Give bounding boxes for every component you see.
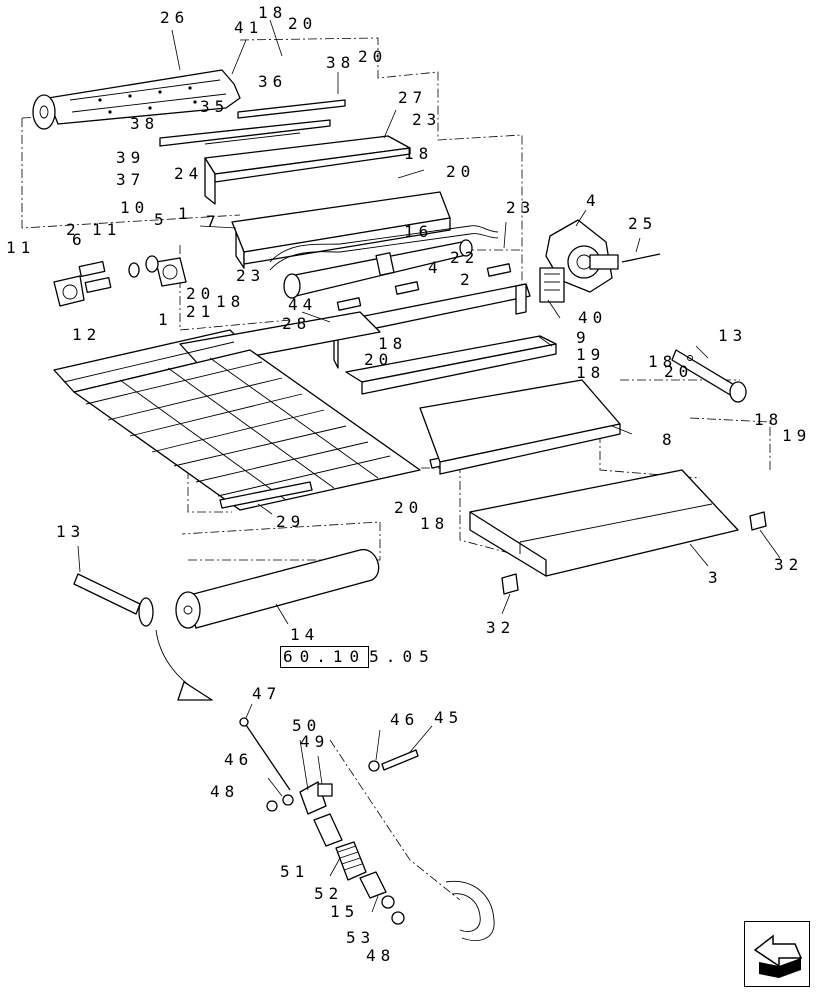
callout-18: 18: [404, 144, 434, 163]
roller-assembly: [73, 549, 380, 629]
callout-20: 20: [446, 162, 476, 181]
callout-20: 20: [364, 350, 394, 369]
detail-arrow: [155, 629, 213, 701]
callout-21: 21: [186, 302, 216, 321]
callout-50: 50: [292, 716, 322, 735]
callout-37: 37: [116, 170, 146, 189]
callout-36: 36: [258, 72, 288, 91]
callout-26: 26: [160, 8, 190, 27]
callout-44: 44: [288, 295, 318, 314]
callout-20: 20: [664, 362, 694, 381]
callout-53: 53: [346, 928, 376, 947]
callout-13: 13: [718, 326, 748, 345]
callout-52: 52: [314, 884, 344, 903]
callout-49: 49: [300, 732, 330, 751]
chain-conveyor: [53, 311, 471, 511]
callout-18: 18: [576, 363, 606, 382]
callout-51: 51: [280, 862, 310, 881]
callout-23: 23: [236, 266, 266, 285]
bracket-rail: [333, 263, 531, 369]
callout-48: 48: [210, 782, 240, 801]
strips: [159, 99, 346, 147]
callout-8: 8: [662, 430, 677, 449]
callout-46: 46: [224, 750, 254, 769]
callout-39: 39: [116, 148, 146, 167]
callout-4: 4: [586, 191, 601, 210]
next-page-arrow-icon[interactable]: [744, 921, 810, 987]
callout-22: 22: [450, 248, 480, 267]
callout-47: 47: [252, 684, 282, 703]
callout-2: 2: [66, 220, 81, 239]
callout-23: 23: [412, 110, 442, 129]
small-brackets: [501, 511, 767, 595]
callout-18: 18: [648, 352, 678, 371]
callout-18: 18: [258, 3, 288, 22]
link-arm-right: [671, 349, 747, 403]
callout-12: 12: [72, 325, 102, 344]
callout-28: 28: [282, 314, 312, 333]
callout-1: 1: [178, 204, 193, 223]
callout-18: 18: [216, 292, 246, 311]
callout-7: 7: [206, 212, 221, 231]
callout-25: 25: [628, 214, 658, 233]
leader-lines: [77, 19, 781, 913]
callout-38: 38: [326, 53, 356, 72]
callout-1: 1: [158, 310, 173, 329]
callout-32: 32: [486, 618, 516, 637]
feeder-housing: [231, 191, 499, 271]
callout-48: 48: [366, 946, 396, 965]
callout-3: 3: [708, 568, 723, 587]
callout-13: 13: [56, 522, 86, 541]
callout-20: 20: [358, 47, 388, 66]
callout-19: 19: [576, 345, 606, 364]
callout-11: 11: [6, 238, 36, 257]
callout-23: 23: [506, 198, 536, 217]
callout-19: 19: [782, 426, 812, 445]
floor-pan: [419, 379, 621, 475]
callout-4: 4: [428, 258, 443, 277]
callout-24: 24: [174, 164, 204, 183]
callout-27: 27: [398, 88, 428, 107]
callout-15: 15: [330, 902, 360, 921]
section-reference-suffix: 5.05: [369, 647, 436, 666]
callout-46: 46: [390, 710, 420, 729]
shaft-assembly: [283, 239, 473, 299]
callout-10: 10: [120, 198, 150, 217]
callout-18: 18: [420, 514, 450, 533]
callout-45: 45: [434, 708, 464, 727]
callout-2: 2: [460, 270, 475, 289]
cover-plate: [469, 469, 739, 577]
callout-41: 41: [234, 18, 264, 37]
callout-20: 20: [288, 14, 318, 33]
callout-38: 38: [130, 114, 160, 133]
paddle-drum: [32, 69, 241, 130]
callout-18: 18: [754, 410, 784, 429]
left-bearing-cluster: [53, 255, 187, 307]
tensioner-detail: [239, 717, 495, 941]
callout-16: 16: [404, 222, 434, 241]
arrow-glyph-icon: [753, 934, 803, 978]
callout-11: 11: [92, 220, 122, 239]
callout-5: 5: [154, 210, 169, 229]
callout-40: 40: [578, 308, 608, 327]
callout-20: 20: [394, 498, 424, 517]
callout-20: 20: [186, 284, 216, 303]
upper-channel: [204, 135, 411, 205]
callout-14: 14: [290, 625, 320, 644]
callout-18: 18: [378, 334, 408, 353]
gearbox: [539, 219, 661, 303]
callout-6: 6: [72, 230, 87, 249]
callout-35: 35: [200, 97, 230, 116]
callout-29: 29: [276, 512, 306, 531]
section-reference-boxed: 60.10: [280, 646, 370, 668]
side-beam: [345, 335, 557, 395]
callout-32: 32: [774, 555, 804, 574]
callout-9: 9: [576, 328, 591, 347]
